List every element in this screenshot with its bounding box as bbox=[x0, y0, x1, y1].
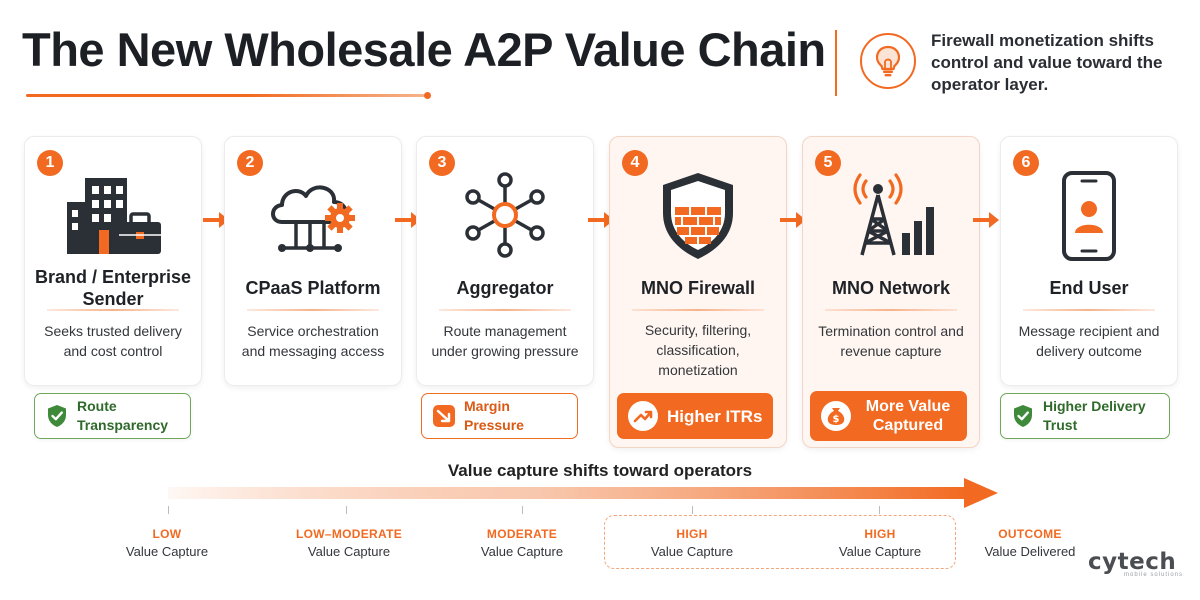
higher-itrs-badge: Higher ITRs bbox=[617, 393, 773, 439]
card-divider bbox=[439, 309, 571, 311]
card-title: End User bbox=[1049, 278, 1129, 298]
card-title: Aggregator bbox=[456, 278, 554, 298]
card-divider bbox=[1023, 309, 1155, 311]
badge-label: Higher ITRs bbox=[667, 406, 763, 426]
svg-text:$: $ bbox=[833, 414, 840, 425]
stage-level: HIGH bbox=[676, 527, 708, 541]
step-number: 6 bbox=[1013, 150, 1039, 176]
timeline-tick bbox=[346, 506, 347, 514]
card-description: Termination control and revenue capture bbox=[818, 323, 964, 359]
brand-logo: cytech mobile solutions bbox=[1088, 549, 1188, 583]
card-description: Seeks trusted delivery and cost control bbox=[44, 323, 182, 359]
step-number: 4 bbox=[622, 150, 648, 176]
stage-caption: Value Capture bbox=[480, 544, 564, 559]
card-divider bbox=[247, 309, 379, 311]
timeline-label: Value capture shifts toward operators bbox=[447, 461, 753, 480]
logo-wordmark: cytech bbox=[1088, 549, 1177, 575]
money-bag-icon: $ bbox=[820, 400, 852, 432]
card-divider bbox=[825, 309, 957, 311]
card-description: Message recipient and delivery outcome bbox=[1018, 323, 1160, 359]
card-description: Service orchestration and messaging acce… bbox=[241, 323, 385, 359]
card-divider bbox=[47, 309, 179, 311]
card-description: Security, filtering, classification, mon… bbox=[644, 322, 752, 378]
flow-arrow bbox=[973, 212, 999, 228]
stage-level: MODERATE bbox=[486, 527, 558, 541]
stage-caption: Value Delivered bbox=[984, 544, 1076, 559]
timeline-stage: HIGH Value Capture bbox=[622, 527, 762, 559]
more-value-captured-badge: $ More Value Captured bbox=[810, 391, 967, 441]
chain-card-end-user: 6 End User Message recipient and deliver… bbox=[1000, 136, 1178, 386]
badge-label: More Value Captured bbox=[865, 398, 951, 434]
card-title: Brand / Enterprise Sender bbox=[34, 267, 192, 309]
chain-card-aggregator: 3 Aggregator Route management under grow… bbox=[416, 136, 594, 386]
building-briefcase-icon bbox=[25, 165, 201, 265]
badge-label: Higher Delivery Trust bbox=[1043, 398, 1146, 433]
chain-card-cpaas: 2 CPaaS Platform Service orchestration a… bbox=[224, 136, 402, 386]
card-title: MNO Firewall bbox=[640, 278, 756, 298]
timeline-tick bbox=[692, 506, 693, 514]
higher-delivery-trust-badge: Higher Delivery Trust bbox=[1000, 393, 1170, 439]
timeline-tick bbox=[879, 506, 880, 514]
stage-caption: Value Capture bbox=[307, 544, 391, 559]
page-title: The New Wholesale A2P Value Chain bbox=[22, 23, 826, 76]
title-underline-dot bbox=[424, 92, 431, 99]
step-number: 2 bbox=[237, 150, 263, 176]
flow-arrow bbox=[780, 212, 806, 228]
trend-down-icon bbox=[432, 404, 456, 428]
stage-level: LOW–MODERATE bbox=[295, 527, 403, 541]
cell-tower-icon bbox=[803, 165, 979, 265]
badge-label: Route Transparency bbox=[77, 398, 169, 433]
step-number: 5 bbox=[815, 150, 841, 176]
shield-firewall-icon bbox=[610, 165, 786, 265]
timeline-stage: HIGH Value Capture bbox=[810, 527, 950, 559]
stage-level: LOW bbox=[152, 527, 182, 541]
card-description: Route management under growing pressure bbox=[431, 323, 579, 359]
badge-label: Margin Pressure bbox=[464, 398, 524, 433]
timeline-tick bbox=[522, 506, 523, 514]
logo-tagline: mobile solutions bbox=[1124, 572, 1184, 578]
stage-level: HIGH bbox=[864, 527, 896, 541]
high-capture-highlight bbox=[604, 515, 956, 569]
shield-check-icon bbox=[45, 404, 69, 428]
callout-text: Firewall monetization shifts control and… bbox=[931, 31, 1163, 94]
timeline-stage: LOW–MODERATE Value Capture bbox=[279, 527, 419, 559]
timeline-tick bbox=[168, 506, 169, 514]
timeline-stage: MODERATE Value Capture bbox=[452, 527, 592, 559]
stage-caption: Value Capture bbox=[125, 544, 209, 559]
trend-up-icon bbox=[627, 400, 659, 432]
smartphone-user-icon bbox=[1001, 165, 1177, 265]
step-number: 1 bbox=[37, 150, 63, 176]
stage-level: OUTCOME bbox=[998, 527, 1062, 541]
card-divider bbox=[632, 309, 764, 311]
timeline-stage: OUTCOME Value Delivered bbox=[960, 527, 1100, 559]
shield-check-icon bbox=[1011, 404, 1035, 428]
header-divider bbox=[835, 30, 837, 96]
cloud-gear-icon bbox=[225, 165, 401, 265]
lightbulb-icon bbox=[860, 33, 916, 89]
timeline-stage: LOW Value Capture bbox=[97, 527, 237, 559]
route-transparency-badge: Route Transparency bbox=[34, 393, 191, 439]
margin-pressure-badge: Margin Pressure bbox=[421, 393, 578, 439]
title-underline bbox=[26, 94, 428, 97]
value-capture-arrow bbox=[168, 478, 998, 508]
step-number: 3 bbox=[429, 150, 455, 176]
stage-caption: Value Capture bbox=[650, 544, 734, 559]
card-title: CPaaS Platform bbox=[245, 278, 381, 298]
network-hub-icon bbox=[417, 165, 593, 265]
card-title: MNO Network bbox=[831, 278, 950, 298]
chain-card-brand: 1 Brand / Enterprise Sender Seeks truste… bbox=[24, 136, 202, 386]
stage-caption: Value Capture bbox=[838, 544, 922, 559]
